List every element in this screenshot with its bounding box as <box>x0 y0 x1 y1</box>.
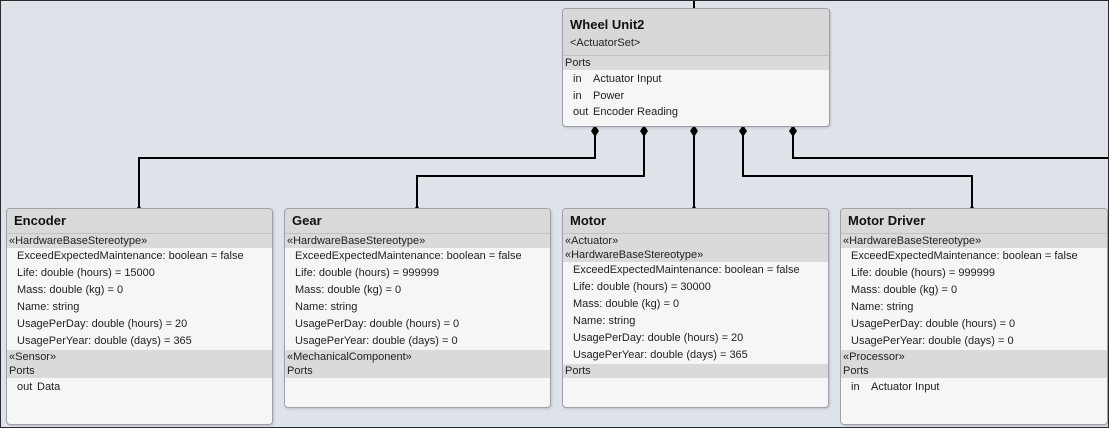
block-stereotype: <ActuatorSet> <box>570 37 641 49</box>
property-row[interactable]: UsagePerYear: double (days) = 0 <box>295 335 458 347</box>
property-row[interactable]: Name: string <box>17 301 80 313</box>
property-row[interactable]: Life: double (hours) = 15000 <box>17 267 155 279</box>
stereotype-section-label: «Sensor» <box>7 350 272 364</box>
stereotype-section-label: «MechanicalComponent» <box>285 350 550 364</box>
ports-section-label: Ports <box>285 364 550 378</box>
port-row[interactable]: in Actuator Input <box>563 71 829 88</box>
property-row[interactable]: Mass: double (kg) = 0 <box>295 284 402 296</box>
parent-block[interactable]: Wheel Unit2 <ActuatorSet> Ports in Actuat… <box>562 8 830 127</box>
property-row[interactable]: Life: double (hours) = 999999 <box>851 267 996 279</box>
connector-encoder <box>138 133 596 208</box>
port-row[interactable]: in Actuator Input <box>841 378 1107 396</box>
property-row[interactable]: UsagePerDay: double (hours) = 20 <box>17 318 188 330</box>
property-row[interactable]: UsagePerDay: double (hours) = 0 <box>851 318 1016 330</box>
port-direction: in <box>573 89 582 102</box>
property-row[interactable]: UsagePerDay: double (hours) = 0 <box>295 318 460 330</box>
connector-gear <box>416 133 645 208</box>
block-gear[interactable]: Gear«HardwareBaseStereotype» ExceedExpect… <box>284 208 551 408</box>
property-row[interactable]: UsagePerDay: double (hours) = 20 <box>573 332 744 344</box>
property-row[interactable]: UsagePerYear: double (days) = 365 <box>573 349 748 361</box>
property-row[interactable]: Mass: double (kg) = 0 <box>17 284 124 296</box>
parent-header: Wheel Unit2 <ActuatorSet> <box>563 9 829 56</box>
stereotype-section-label: «Actuator» <box>563 234 828 248</box>
ports-section-label: Ports <box>563 364 828 378</box>
property-row[interactable]: ExceedExpectedMaintenance: boolean = fal… <box>851 250 1078 262</box>
port-name: Data <box>37 381 61 393</box>
block-motor[interactable]: Motor«Actuator»«HardwareBaseStereotype» E… <box>562 208 829 408</box>
port-direction: in <box>573 73 582 85</box>
property-row[interactable]: Name: string <box>851 301 914 313</box>
property-row[interactable]: ExceedExpectedMaintenance: boolean = fal… <box>17 250 244 262</box>
port-row[interactable]: out Data <box>7 378 272 396</box>
port-name: Power <box>593 89 625 102</box>
block-title: Motor Driver <box>841 209 1107 234</box>
property-row[interactable]: UsagePerYear: double (days) = 365 <box>17 335 192 347</box>
block-title: Wheel Unit2 <box>570 17 645 32</box>
connector-offscreen <box>792 133 1108 159</box>
property-row[interactable]: Life: double (hours) = 30000 <box>573 281 711 293</box>
connector-motor-driver <box>742 133 973 208</box>
port-row[interactable]: in Power <box>563 88 829 105</box>
port-direction: out <box>573 106 589 118</box>
block-title: Gear <box>285 209 550 234</box>
property-row[interactable]: Mass: double (kg) = 0 <box>573 298 680 310</box>
property-row[interactable]: ExceedExpectedMaintenance: boolean = fal… <box>295 250 522 262</box>
block-title: Motor <box>563 209 828 234</box>
stereotype-section-label: «HardwareBaseStereotype» <box>841 234 1107 248</box>
port-direction: in <box>851 381 860 393</box>
port-name: Actuator Input <box>871 381 940 393</box>
property-row[interactable]: Life: double (hours) = 999999 <box>295 267 440 279</box>
property-row[interactable]: Name: string <box>295 301 358 313</box>
ports-section-label: Ports <box>841 364 1107 378</box>
port-name: Actuator Input <box>593 73 662 85</box>
stereotype-section-label: «HardwareBaseStereotype» <box>563 248 828 262</box>
port-name: Encoder Reading <box>593 106 679 118</box>
property-row[interactable]: UsagePerYear: double (days) = 0 <box>851 335 1014 347</box>
block-encoder[interactable]: Encoder«HardwareBaseStereotype» ExceedExp… <box>6 208 273 425</box>
block-motor-driver[interactable]: Motor Driver«HardwareBaseStereotype» Exce… <box>840 208 1108 425</box>
port-row[interactable]: out Encoder Reading <box>563 104 829 121</box>
property-row[interactable]: Name: string <box>573 315 636 327</box>
stereotype-section-label: «HardwareBaseStereotype» <box>285 234 550 248</box>
block-title: Encoder <box>7 209 272 234</box>
property-row[interactable]: ExceedExpectedMaintenance: boolean = fal… <box>573 264 800 276</box>
ports-section-label: Ports <box>563 56 829 70</box>
stereotype-section-label: «Processor» <box>841 350 1107 364</box>
port-direction: out <box>17 381 33 393</box>
stereotype-section-label: «HardwareBaseStereotype» <box>7 234 272 248</box>
property-row[interactable]: Mass: double (kg) = 0 <box>851 284 958 296</box>
ports-section-label: Ports <box>7 364 272 378</box>
